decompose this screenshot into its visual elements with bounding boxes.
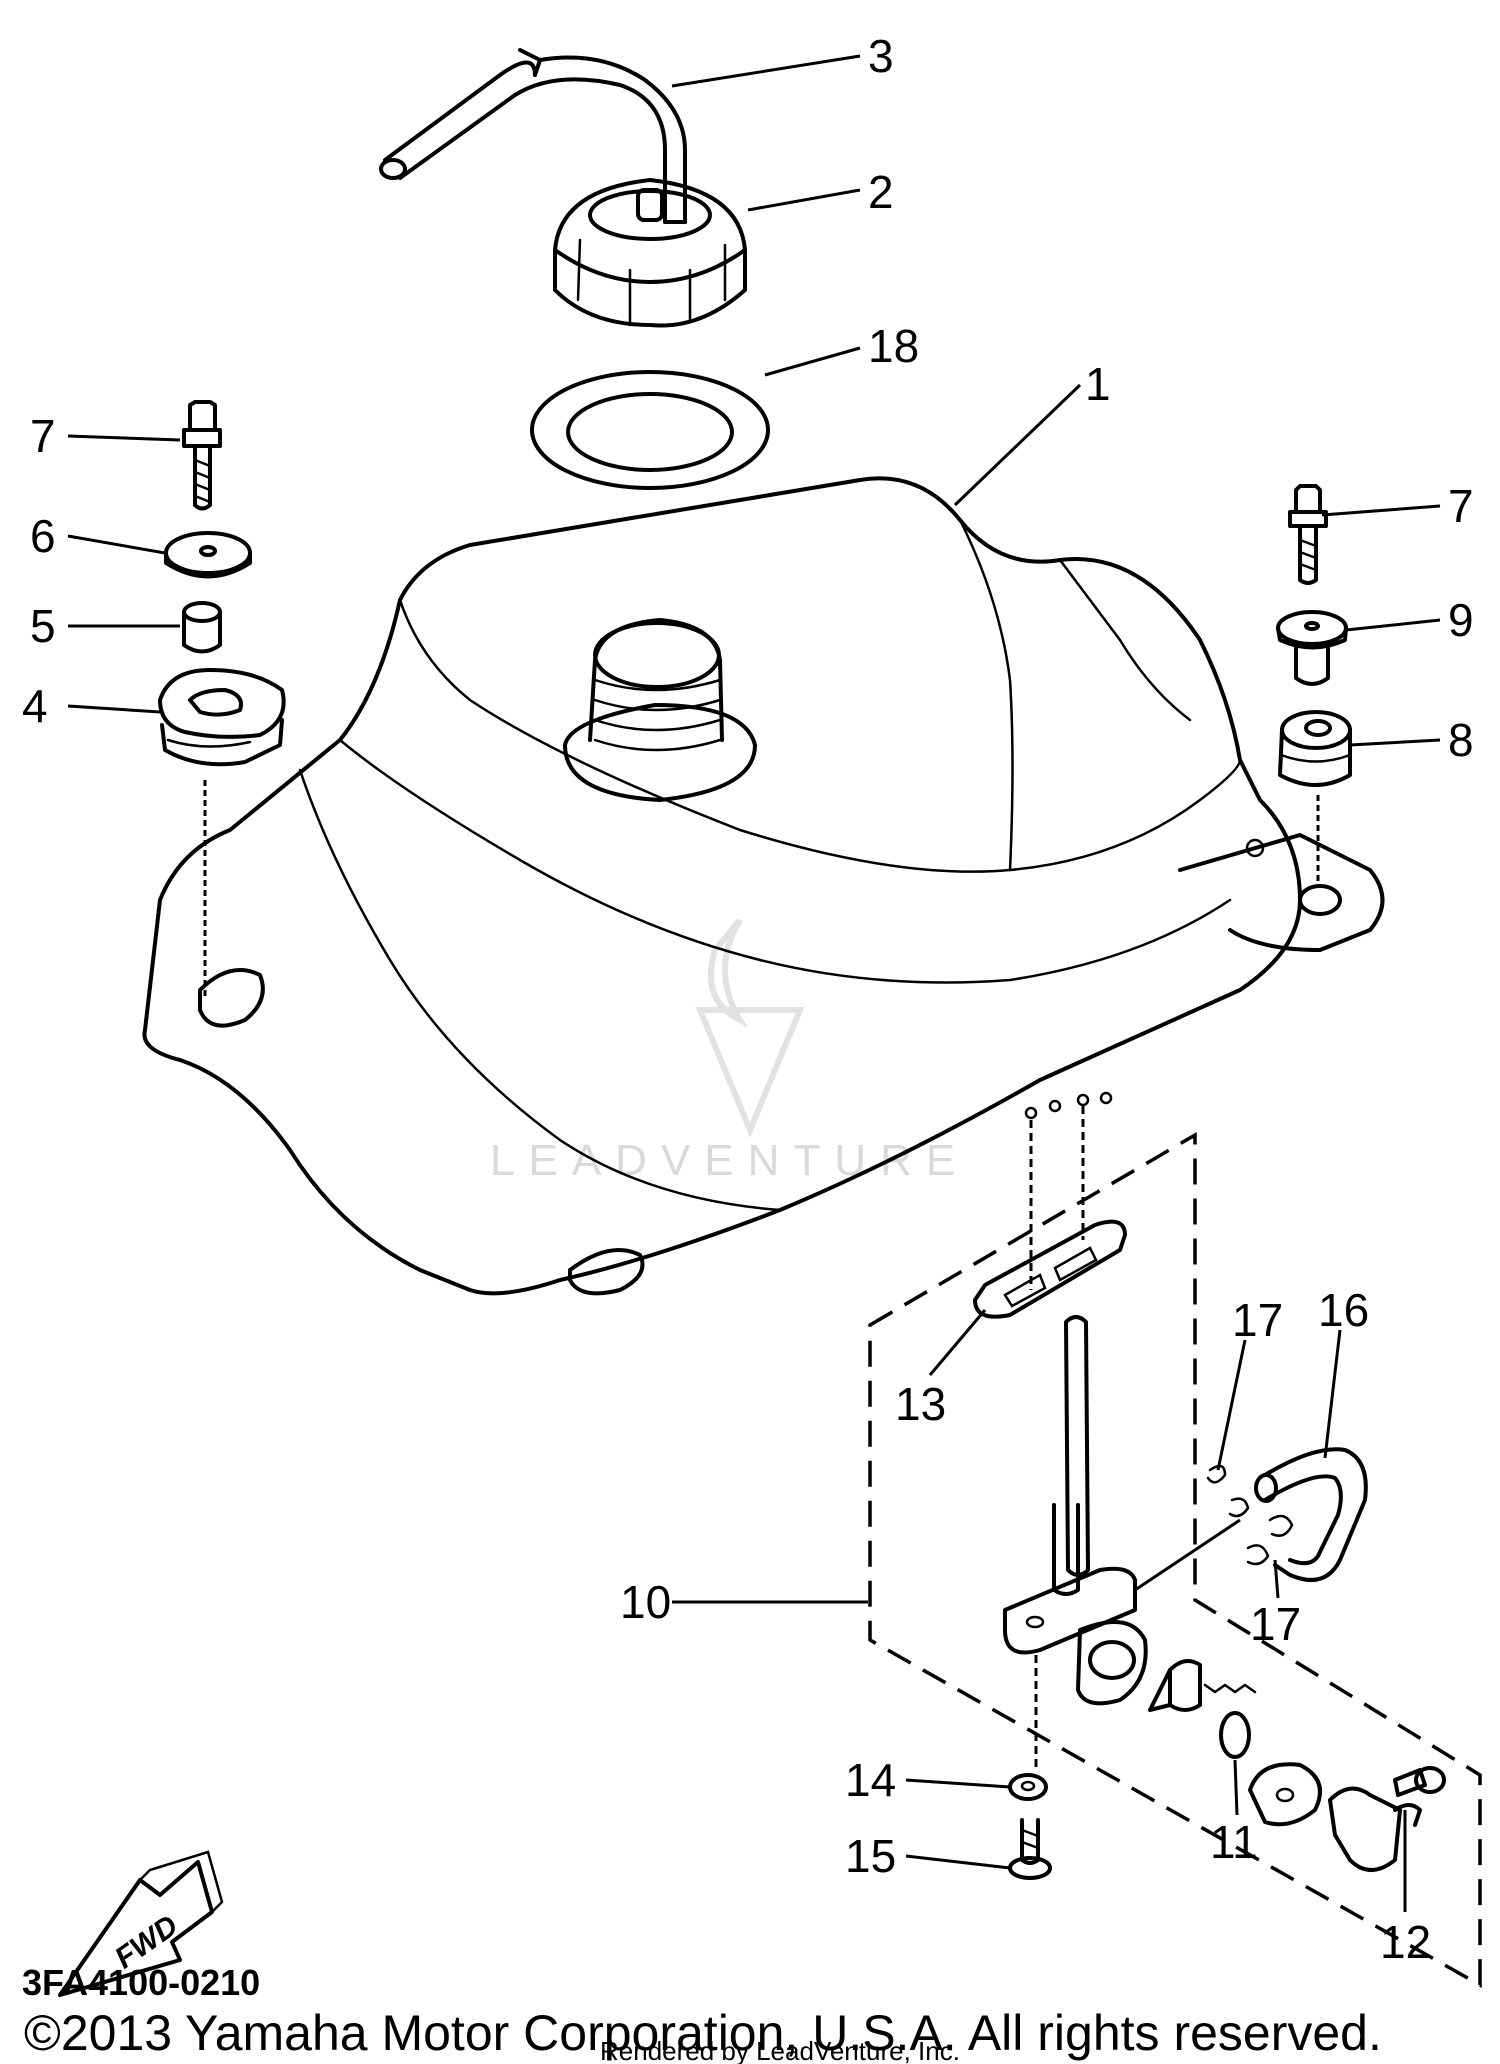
callout-9: 9 [1448,594,1474,646]
callout-17-lower: 17 [1250,1598,1301,1650]
callout-14: 14 [845,1754,896,1806]
part-screw-15 [1008,1818,1052,1880]
part-cap-gasket [530,370,770,490]
part-fuel-cock [1003,1315,1422,1872]
callout-5: 5 [30,600,56,652]
callout-18: 18 [868,320,919,372]
part-fuel-cock-gasket [973,1091,1127,1319]
callout-labels: 3 2 18 1 7 6 5 4 7 9 8 10 13 14 15 16 17… [22,30,1474,1968]
part-vent-hose [379,48,687,224]
part-grommet-left [158,668,286,767]
diagram-code: 3FA4100-0210 [22,1962,260,2003]
part-bolt-left [182,400,222,511]
callout-8: 8 [1448,714,1474,766]
part-grommet-right [1278,710,1352,787]
forward-arrow-icon [58,1860,214,1997]
callout-7-right: 7 [1448,480,1474,532]
callout-13: 13 [895,1378,946,1430]
callout-6: 6 [30,510,56,562]
part-screw-12 [1393,1766,1446,1797]
callout-3: 3 [868,30,894,82]
leadventure-logo-icon [695,918,805,1138]
leader-lines [67,54,1441,1912]
part-hose-clip-upper [1206,1464,1250,1518]
callout-17-upper: 17 [1232,1294,1283,1346]
part-bolt-right [1288,484,1328,585]
rendered-by-credit: Rendered by LeadVenture, Inc. [600,2036,960,2064]
part-washer-14 [1008,1773,1048,1801]
callout-15: 15 [845,1830,896,1882]
part-washer-left [164,531,252,579]
watermark: LEADVENTURE [490,918,969,1185]
copyright-notice: ©2013 Yamaha Motor Corporation, U.S.A. A… [24,2005,1382,2061]
fuel-cock-assembly-boundary [868,1131,1482,1989]
part-hose-clip-lower [1246,1514,1294,1566]
watermark-text: LEADVENTURE [490,1136,969,1185]
part-collar-right [1276,610,1348,686]
callout-1: 1 [1085,358,1111,410]
callout-16: 16 [1318,1284,1369,1336]
callout-7-left: 7 [30,410,56,462]
callout-10: 10 [620,1576,671,1628]
callout-2: 2 [868,166,894,218]
callout-4: 4 [22,680,48,732]
callout-11: 11 [1210,1816,1258,1868]
callout-12: 12 [1380,1916,1431,1968]
part-fuel-cap [553,178,747,328]
part-collar-left [182,601,222,654]
part-fuel-tank [142,476,1385,1296]
part-fuel-hose [1254,1447,1368,1582]
